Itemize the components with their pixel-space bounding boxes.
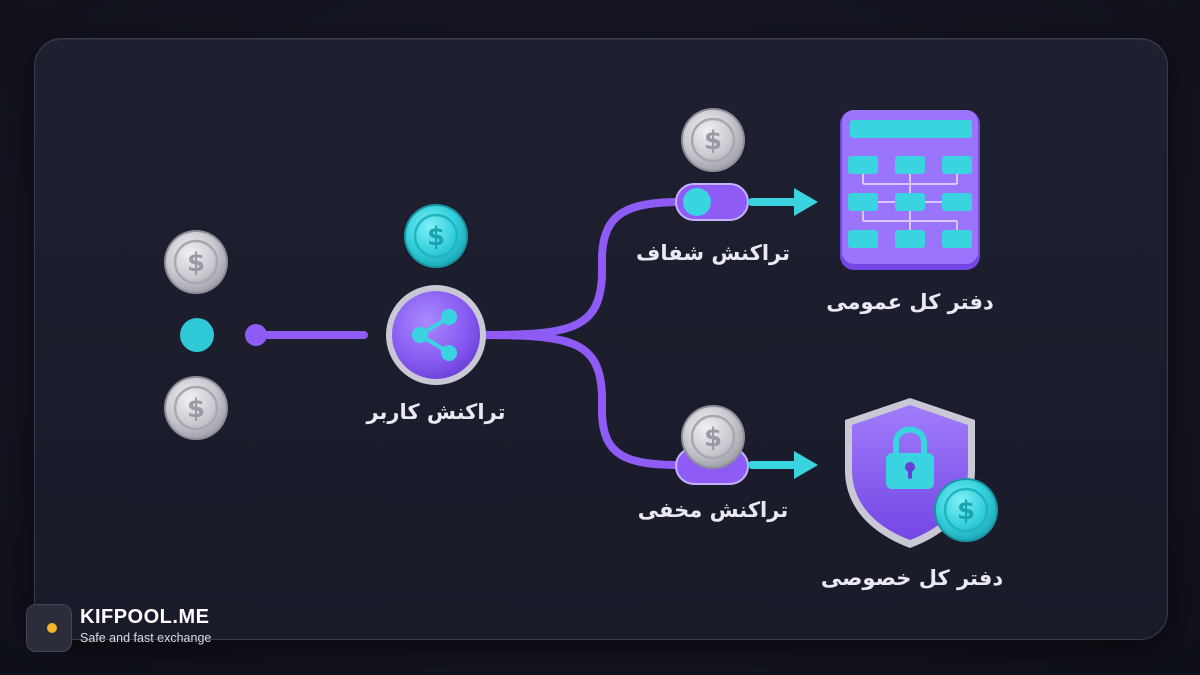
arrow-bottom-head <box>794 451 818 479</box>
wallet-logo-icon <box>26 604 72 652</box>
label-hidden-transaction: تراکنش مخفی <box>637 498 789 522</box>
label-public-ledger: دفتر کل عمومی <box>826 290 994 314</box>
label-transparent-transaction: تراکنش شفاف <box>636 241 790 265</box>
label-private-ledger: دفتر کل خصوصی <box>820 566 1004 590</box>
dollar-coin-icon <box>679 403 747 471</box>
teal-dot <box>180 318 214 352</box>
dollar-coin-icon <box>932 476 1000 544</box>
brand-tagline: Safe and fast exchange <box>80 631 212 645</box>
share-node <box>392 291 480 379</box>
dollar-coin-icon <box>402 202 470 270</box>
brand-watermark: KIFPOOL.ME Safe and fast exchange <box>22 600 252 656</box>
brand-name: KIFPOOL.ME <box>80 606 210 628</box>
share-icon <box>412 309 457 361</box>
arrow-top-shaft <box>748 198 798 206</box>
ledger-grid-icon <box>840 110 980 270</box>
label-user-transaction: تراکنش کاربر <box>366 400 506 424</box>
arrow-bottom-shaft <box>748 461 798 469</box>
arrow-top-head <box>794 188 818 216</box>
branch-top <box>476 198 684 339</box>
branch-bottom <box>476 331 684 469</box>
dollar-coin-icon <box>162 374 230 442</box>
input-line <box>256 331 368 339</box>
dollar-coin-icon <box>162 228 230 296</box>
transparent-pill-knob <box>683 188 711 216</box>
dollar-coin-icon <box>679 106 747 174</box>
